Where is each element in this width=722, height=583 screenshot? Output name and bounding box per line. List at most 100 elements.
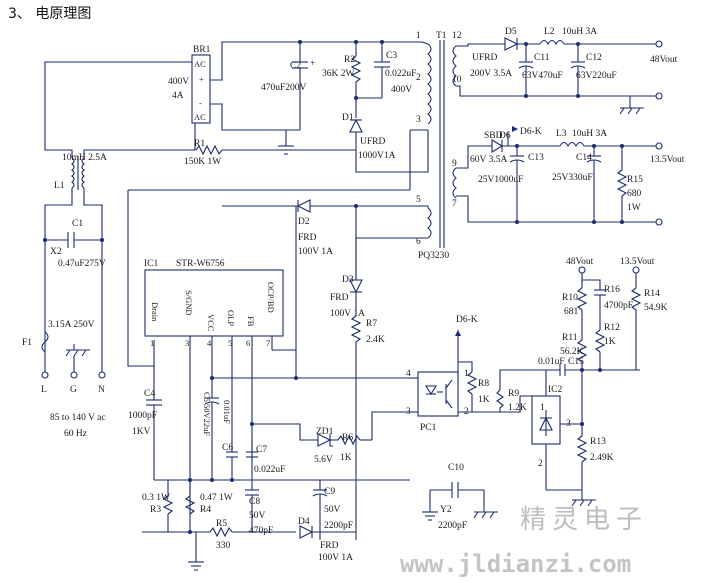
terminal-N-label: N (98, 385, 105, 395)
secondary-ground-icon (619, 107, 644, 115)
chassis-ground-icon (65, 344, 90, 357)
D2-value: 100V 1A (298, 247, 333, 257)
input-frequency: 60 Hz (64, 429, 87, 439)
L1-ref: L1 (54, 181, 65, 191)
IC1-pin7-num: 7 (266, 338, 270, 348)
fuse-ref: F1 (22, 338, 32, 348)
terminal-G-label: G (70, 385, 77, 395)
IC1-part: STR-W6756 (176, 259, 225, 269)
R5-ref: R5 (216, 519, 227, 529)
X2-ref: X2 (50, 247, 62, 257)
resistor-R11: R11 56.2K (560, 332, 588, 370)
ic-IC1: IC1 STR-W6756 Drain S/GND VCC OLP FB OCP… (144, 259, 284, 348)
watermark-cn: 精灵电子 (520, 505, 648, 535)
C8-value2: 470pF (249, 526, 273, 536)
T1-pin1: 1 (416, 31, 421, 41)
R10-ref: R10 (562, 293, 578, 303)
PC1-ref: PC1 (420, 423, 437, 433)
BR1-plus: + (199, 74, 204, 84)
capacitor-C4: C4 1000pF 1KV (128, 366, 162, 480)
optocoupler-PC1: 4 3 1 2 PC1 (406, 369, 469, 433)
capacitor-C9: C9 50V 2200pF (312, 480, 353, 540)
capacitor-R16: R16 4700pF (582, 279, 633, 316)
C3-value: 0.022uF (385, 69, 416, 79)
C5-value: C5 50V22uF (202, 392, 212, 436)
watermark-url: www.jldianzi.com (400, 550, 631, 578)
C2-value: 470uF200V (261, 83, 307, 93)
ground-icon (422, 511, 438, 521)
R6-ref: R6 (342, 433, 353, 443)
C6-value: 0.01uF (222, 400, 232, 424)
R2-ref: R2 (344, 55, 355, 65)
R4-value: 0.47 1W (200, 493, 233, 503)
D6K-label: D6-K (520, 127, 542, 137)
startup-resistor-R1: R1 150K 1W (184, 139, 356, 167)
C14-ref: C14 (576, 153, 592, 163)
R15-value: 680 (627, 189, 642, 199)
IC1-pin6-num: 6 (246, 338, 250, 348)
R8-value: 1K (478, 395, 490, 405)
resistor-R8: R8 1K (458, 361, 490, 413)
C6-ref: C6 (222, 443, 233, 453)
T1-pin12: 12 (452, 31, 462, 41)
R6-value: 1K (340, 453, 352, 463)
R11-ref: R11 (562, 333, 578, 343)
C2-ref: C2 (290, 61, 301, 71)
terminal-N (98, 371, 106, 379)
C4-value2: 1KV (132, 427, 151, 437)
IC1-pin-ocpbd: OCP/BD (266, 282, 276, 313)
input-section: 10mH 2.5A L1 C1 X2 0.47uF275V 3.15A 250V… (22, 61, 196, 439)
terminal-L-label: L (41, 385, 47, 395)
R7-ref: R7 (366, 319, 377, 329)
resistor-R5: R5 330 (209, 519, 233, 551)
C12-value: 63V220uF (576, 71, 617, 81)
shunt-regulator-IC2: IC2 1 2 3 (531, 385, 571, 469)
C9-ref: C9 (324, 487, 335, 497)
C10-ref: C10 (448, 463, 464, 473)
C7-value: 0.022uF (254, 465, 285, 475)
IC1-pin-drain: Drain (150, 302, 160, 322)
T1-pin2: 2 (416, 73, 421, 83)
resistor-R9: R9 1.2K (496, 389, 527, 413)
capacitor-C2: + C2 470uF200V (261, 40, 315, 130)
fb-48vout-label: 48Vout (566, 257, 594, 267)
R5-value: 330 (216, 541, 231, 551)
R15-value2: 1W (627, 203, 641, 213)
D2-ref: D2 (298, 217, 310, 227)
BR1-ac-top: AC (194, 59, 206, 69)
inductor-L3 (559, 141, 585, 148)
fuse-F1: 3.15A 250V F1 (22, 320, 95, 353)
PC1-pin4: 4 (406, 369, 411, 379)
page-title: 3、 电原理图 (8, 6, 91, 22)
diode-D6 (491, 139, 504, 153)
IC2-ref: IC2 (548, 385, 563, 395)
BR1-ac-bottom: AC (194, 112, 206, 122)
T1-pin3: 3 (416, 115, 421, 125)
R14-ref: R14 (644, 289, 660, 299)
C2-pol: + (310, 59, 315, 69)
IC1-pin-sgnd: S/GND (184, 290, 194, 316)
D6-ref: D6 (499, 131, 511, 141)
R14-value: 54.9K (644, 303, 668, 313)
BR1-spec2: 4A (172, 91, 184, 101)
input-voltage: 85 to 140 V ac (50, 413, 106, 423)
secondary-ground-icon (571, 490, 596, 507)
transformer-T1: T1 1 2 3 5 6 12 10 9 7 PQ3230 (416, 31, 462, 261)
R11-value: 56.2K (560, 347, 584, 357)
fb-13v5out-label: 13.5Vout (620, 257, 655, 267)
resistor-R14: R14 54.9K (630, 273, 668, 370)
snubber-R2-C3: R2 36K 2W C3 0.022uF 400V (322, 40, 416, 102)
resistor-R7: R7 2.4K (350, 292, 385, 540)
IC1-pin1-num: 1 (150, 338, 154, 348)
C12-ref: C12 (586, 53, 602, 63)
D5-type: UFRD (472, 53, 497, 63)
PC1-pin1: 1 (464, 369, 469, 379)
terminal-48vout (655, 40, 663, 48)
capacitor-C1-X2: C1 X2 0.47uF275V (43, 219, 106, 269)
BR1-minus: - (199, 98, 202, 108)
PC1-pin3: 3 (406, 407, 411, 417)
D5-value: 200V 3.5A (470, 69, 512, 79)
diode-D2: D2 FRD 100V 1A (296, 199, 333, 257)
C14-value: 25V330uF (552, 173, 593, 183)
terminal-G (70, 371, 78, 379)
